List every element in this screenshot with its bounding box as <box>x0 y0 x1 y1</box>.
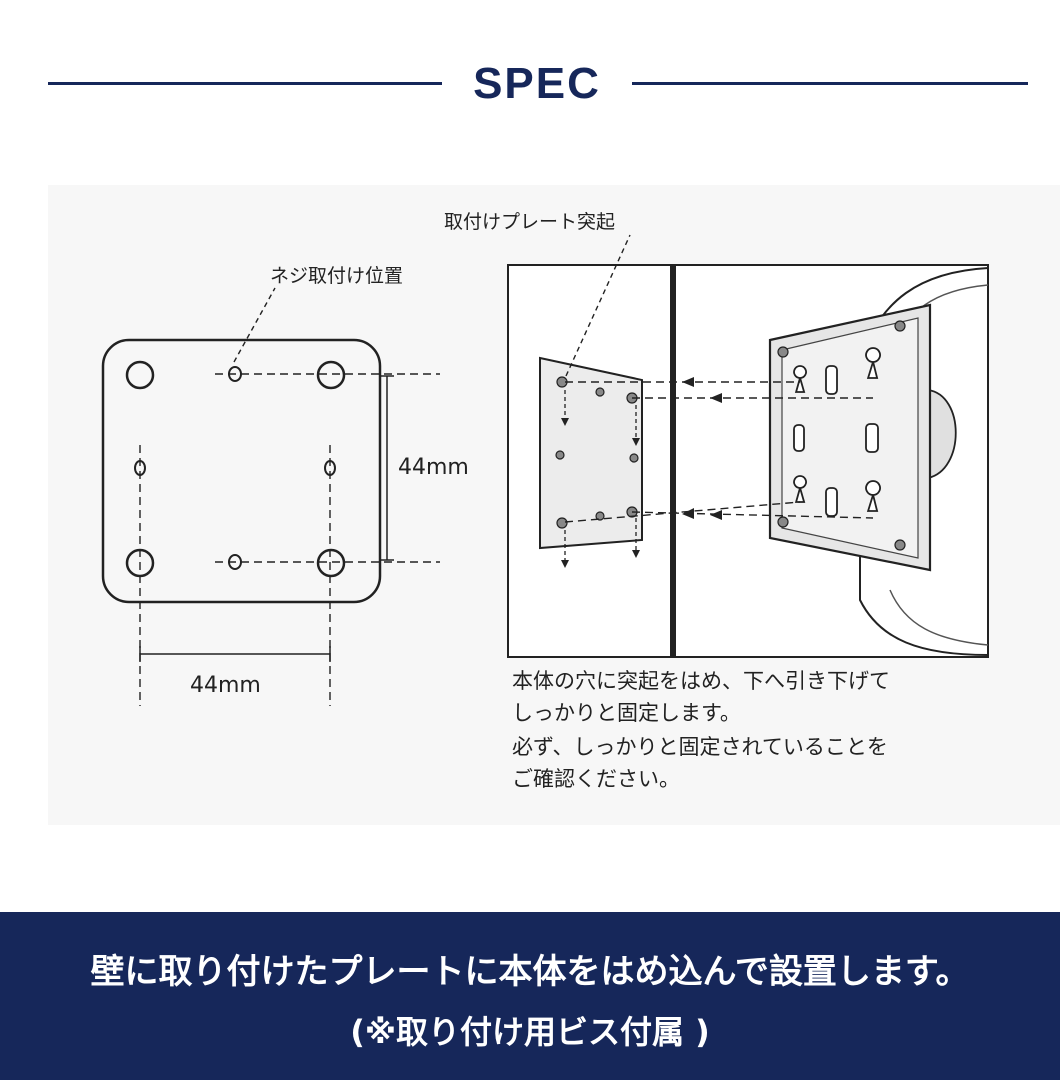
dimension-vertical-label: 44mm <box>398 455 469 480</box>
dimension-horizontal <box>139 646 331 662</box>
footer-band <box>0 912 1060 1080</box>
installation-illustration <box>507 234 989 658</box>
note-line-4: ご確認ください。 <box>512 767 680 791</box>
header-rule-right <box>632 82 1028 85</box>
plate-hole-large <box>316 360 346 390</box>
spec-diagram: ネジ取付け位置 44mm 44mm <box>101 211 989 706</box>
footer-description: 壁に取り付けたプレートに本体をはめ込んで設置します。 <box>90 952 970 992</box>
plate-hole-large <box>316 548 346 578</box>
dimension-horizontal-label: 44mm <box>190 673 261 698</box>
dimension-vertical <box>380 375 394 561</box>
note-line-2: しっかりと固定します。 <box>512 701 741 725</box>
plate-hole-large <box>125 360 155 390</box>
header-rule-left <box>48 82 442 85</box>
footer-note: (※取り付け用ビス付属 ) <box>350 1013 710 1051</box>
screw-position-label: ネジ取付け位置 <box>270 265 403 287</box>
mounting-plate <box>101 287 440 706</box>
plate-protrusion-label: 取付けプレート突起 <box>444 211 615 233</box>
note-line-3: 必ず、しっかりと固定されていることを <box>512 735 888 759</box>
section-title: SPEC <box>473 59 601 108</box>
note-line-1: 本体の穴に突起をはめ、下へ引き下げて <box>512 669 890 693</box>
